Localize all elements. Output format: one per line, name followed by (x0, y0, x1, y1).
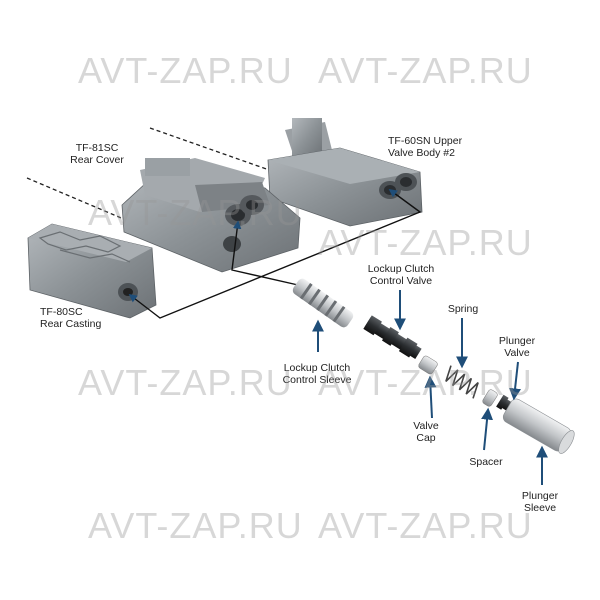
watermark: AVT-ZAP.RU (78, 50, 293, 91)
watermark: AVT-ZAP.RU (318, 362, 533, 403)
label-rear-casting: TF-80SC Rear Casting (40, 306, 102, 330)
label-valve-cap: Valve Cap (413, 420, 439, 444)
watermark: AVT-ZAP.RU (88, 505, 303, 546)
connector-lines (128, 189, 422, 319)
label-lockup-clutch-control-valve: Lockup Clutch Control Valve (367, 263, 435, 287)
valve-cap (418, 355, 438, 375)
watermark: AVT-ZAP.RU (318, 222, 533, 263)
label-plunger-valve: Plunger Valve (498, 335, 536, 359)
watermark: AVT-ZAP.RU (88, 192, 303, 233)
label-spring: Spring (447, 303, 479, 315)
plunger-sleeve (502, 398, 575, 454)
label-lockup-clutch-control-sleeve: Lockup Clutch Control Sleeve (282, 362, 352, 386)
watermark: AVT-ZAP.RU (318, 50, 533, 91)
watermark: AVT-ZAP.RU (318, 505, 533, 546)
label-upper-valve-body: TF-60SN Upper Valve Body #2 (388, 135, 463, 159)
label-rear-cover: TF-81SC Rear Cover (70, 142, 124, 166)
rear-casting (27, 223, 157, 319)
label-plunger-sleeve: Plunger Sleeve (521, 490, 559, 514)
spacer-part (482, 389, 498, 407)
lockup-clutch-control-sleeve (292, 278, 354, 328)
lockup-clutch-control-valve (363, 315, 422, 359)
spring-part (445, 365, 479, 399)
watermark: AVT-ZAP.RU (78, 362, 293, 403)
label-spacer: Spacer (469, 456, 503, 468)
callout-arrows (312, 290, 548, 485)
